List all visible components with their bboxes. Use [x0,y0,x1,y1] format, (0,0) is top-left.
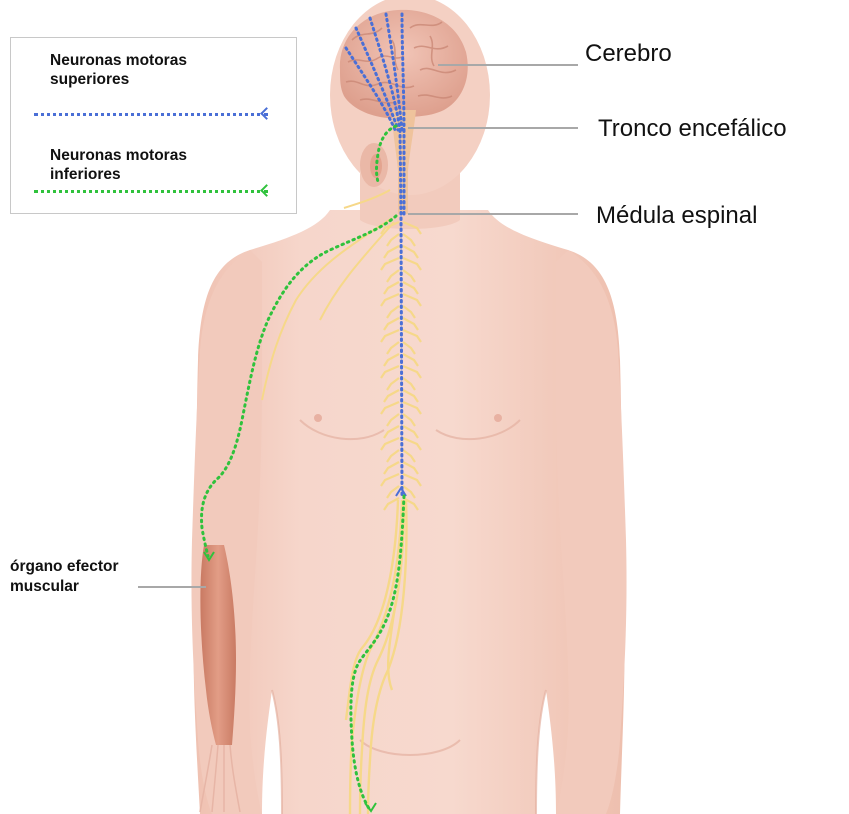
label-organo-line1: órgano efector [10,557,119,577]
legend-lower-line1: Neuronas motoras [50,146,187,165]
legend-upper-line2: superiores [50,70,187,89]
label-medula-espinal: Médula espinal [596,202,757,230]
legend-upper-label: Neuronas motoras superiores [50,51,187,89]
nipple-left [314,414,322,422]
label-cerebro: Cerebro [585,40,672,68]
label-organo-line2: muscular [10,577,119,597]
legend-upper-swatch [34,113,268,116]
legend-lower-line2: inferiores [50,165,187,184]
label-tronco-encefalico: Tronco encefálico [598,115,787,143]
legend-lower-label: Neuronas motoras inferiores [50,146,187,184]
label-organo-efector: órgano efector muscular [10,557,119,597]
nipple-right [494,414,502,422]
legend-upper-line1: Neuronas motoras [50,51,187,70]
legend-lower-swatch [34,190,268,193]
